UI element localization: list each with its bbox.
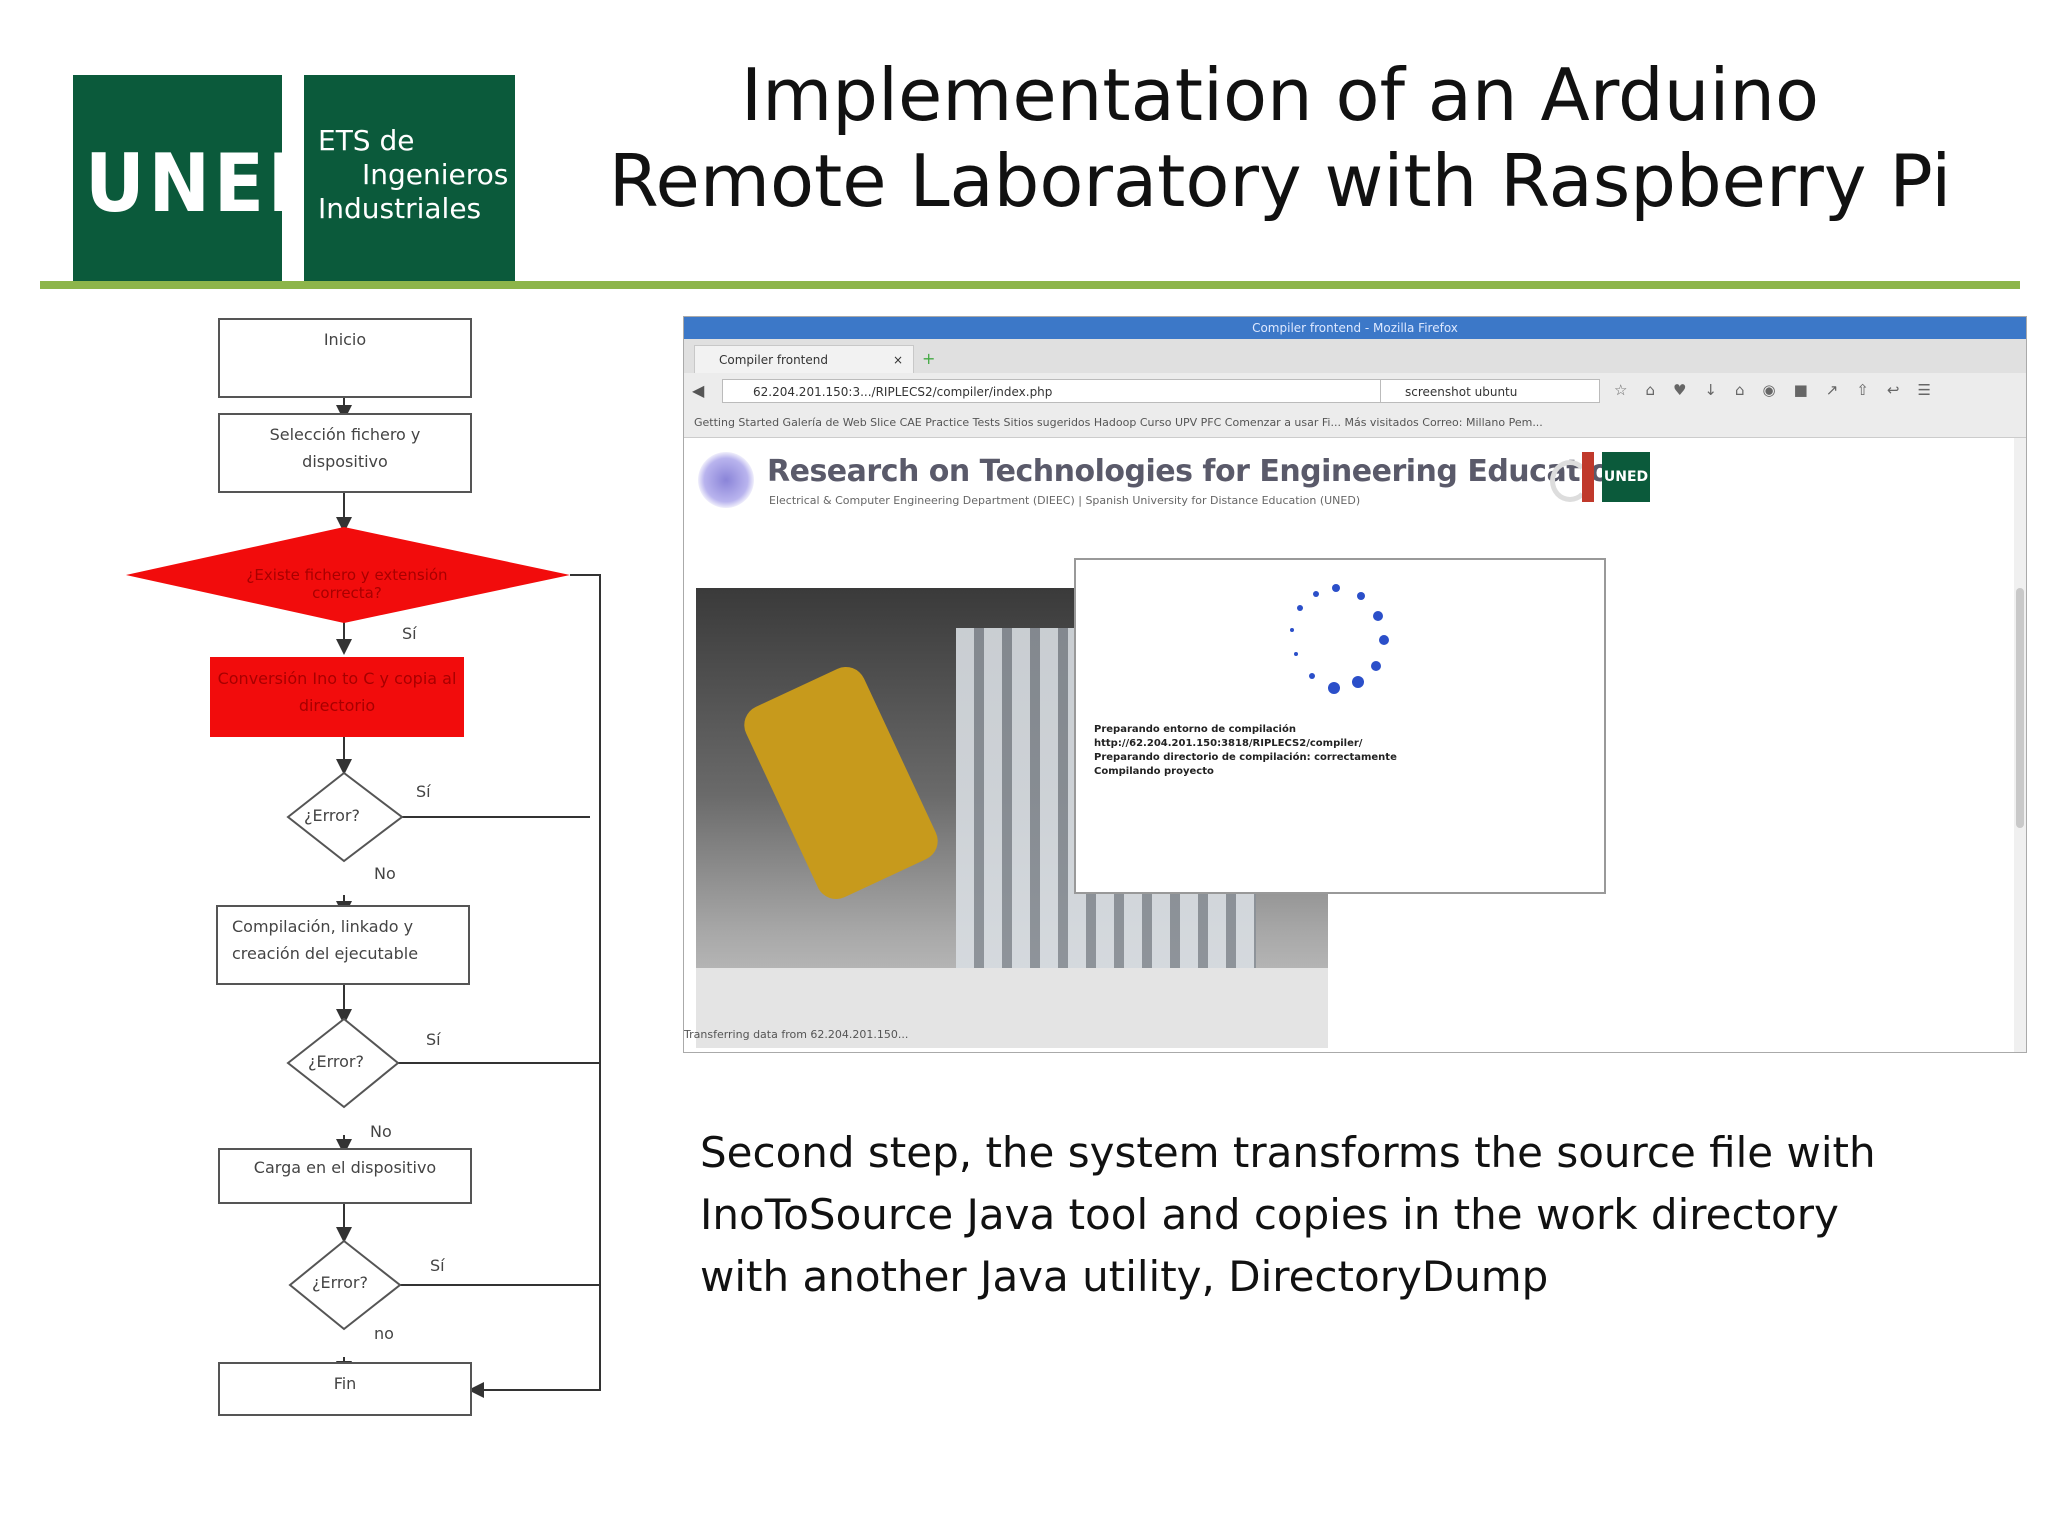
site-star-logo-icon bbox=[698, 452, 754, 508]
browser-nav-bar: ◀ 62.204.201.150:3.../RIPLECS2/compiler/… bbox=[684, 373, 2026, 410]
caption-line-3: with another Java utility, DirectoryDump bbox=[700, 1252, 1549, 1301]
url-bar[interactable]: 62.204.201.150:3.../RIPLECS2/compiler/in… bbox=[722, 379, 1402, 403]
flow-yes-label-2: Sí bbox=[416, 782, 431, 801]
browser-content: Research on Technologies for Engineering… bbox=[684, 438, 2014, 1052]
flow-no-label-2: No bbox=[370, 1122, 392, 1141]
flow-load: Carga en el dispositivo bbox=[218, 1148, 472, 1204]
flowchart-connectors bbox=[126, 397, 601, 1398]
dieec-logo-bar-icon bbox=[1582, 452, 1594, 502]
flow-start-label: Inicio bbox=[323, 330, 367, 349]
dieec-logo-icon bbox=[1550, 460, 1590, 502]
browser-window: Compiler frontend - Mozilla Firefox Comp… bbox=[683, 316, 2027, 1053]
robot-arm-shape bbox=[737, 660, 945, 906]
flow-yes-label-1: Sí bbox=[402, 624, 417, 643]
slide-caption: Second step, the system transforms the s… bbox=[700, 1122, 2000, 1308]
uned-logo-text: UNED bbox=[85, 137, 333, 230]
uned-logo: UNED bbox=[73, 75, 329, 281]
flow-decision-error-1-shape bbox=[286, 771, 404, 863]
browser-tab-strip: Compiler frontend × + bbox=[684, 339, 2026, 373]
flow-end: Fin bbox=[218, 1362, 472, 1416]
flow-convert-line-1: Conversión Ino to C y copia al bbox=[217, 669, 457, 688]
flow-convert-line-2: directorio bbox=[298, 696, 376, 715]
header-divider bbox=[40, 281, 2020, 289]
browser-tab[interactable]: Compiler frontend × bbox=[694, 345, 914, 373]
ets-logo-line-1: ETS de bbox=[318, 124, 415, 157]
caption-line-1: Second step, the system transforms the s… bbox=[700, 1128, 1876, 1177]
dialog-line-1: Preparando entorno de compilación bbox=[1094, 724, 1296, 735]
ets-logo-line-3: Industriales bbox=[318, 192, 482, 225]
loading-spinner-icon bbox=[1290, 584, 1389, 694]
slide-title: Implementation of an Arduino Remote Labo… bbox=[560, 52, 2000, 224]
site-subtitle: Electrical & Computer Engineering Depart… bbox=[769, 494, 1361, 507]
flow-error-2-label: ¿Error? bbox=[308, 1052, 364, 1071]
flow-start: Inicio bbox=[218, 318, 472, 398]
flow-error-1-label: ¿Error? bbox=[304, 806, 360, 825]
slide-title-line-2: Remote Laboratory with Raspberry Pi bbox=[608, 139, 1952, 223]
dialog-line-3: Preparando directorio de compilación: co… bbox=[1094, 752, 1397, 763]
flow-decision-error-3-shape bbox=[288, 1239, 402, 1331]
new-tab-icon[interactable]: + bbox=[922, 349, 936, 368]
flow-convert: Conversión Ino to C y copia al directori… bbox=[210, 657, 464, 737]
search-input[interactable]: screenshot ubuntu bbox=[1380, 379, 1600, 403]
scrollbar[interactable] bbox=[2014, 438, 2026, 1052]
slide-title-line-1: Implementation of an Arduino bbox=[740, 53, 1820, 137]
browser-title-bar: Compiler frontend - Mozilla Firefox bbox=[684, 317, 2026, 339]
scrollbar-thumb[interactable] bbox=[2016, 588, 2024, 828]
dialog-line-2: http://62.204.201.150:3818/RIPLECS2/comp… bbox=[1094, 738, 1363, 749]
flow-no-label-1: No bbox=[374, 864, 396, 883]
flow-load-label: Carga en el dispositivo bbox=[253, 1158, 437, 1177]
flow-decision-file-shape bbox=[126, 527, 570, 623]
flow-yes-label-4: Sí bbox=[430, 1256, 445, 1275]
flow-compile: Compilación, linkado y creación del ejec… bbox=[216, 905, 470, 985]
flow-yes-label-3: Sí bbox=[426, 1030, 441, 1049]
compile-progress-dialog: Preparando entorno de compilación http:/… bbox=[1074, 558, 1606, 894]
flow-no-label-3: no bbox=[374, 1324, 394, 1343]
flow-error-3-label: ¿Error? bbox=[312, 1273, 368, 1292]
flow-decision-file-label: ¿Existe fichero y extensión correcta? bbox=[246, 566, 448, 602]
browser-status-text: Transferring data from 62.204.201.150... bbox=[684, 1028, 909, 1041]
toolbar-icons[interactable]: ☆⌂♥↓⌂◉■↗⇧↩☰ bbox=[1614, 381, 1949, 399]
ets-logo-line-2: Ingenieros bbox=[362, 158, 509, 191]
flow-compile-line-2: creación del ejecutable bbox=[232, 944, 419, 963]
bookmarks-bar[interactable]: Getting Started Galería de Web Slice CAE… bbox=[684, 409, 2026, 438]
site-title: Research on Technologies for Engineering… bbox=[767, 454, 1631, 489]
flow-select-line-2: dispositivo bbox=[302, 452, 388, 471]
dialog-line-4: Compilando proyecto bbox=[1094, 766, 1214, 777]
browser-tab-label: Compiler frontend bbox=[719, 353, 828, 367]
flow-select-line-1: Selección fichero y bbox=[269, 425, 421, 444]
close-icon[interactable]: × bbox=[892, 353, 903, 367]
site-uned-logo: UNED bbox=[1602, 452, 1650, 502]
flow-select: Selección fichero y dispositivo bbox=[218, 413, 472, 493]
table-surface-shape bbox=[696, 968, 1328, 1048]
flow-decision-error-2-shape bbox=[286, 1017, 400, 1109]
flow-compile-line-1: Compilación, linkado y bbox=[232, 917, 414, 936]
ets-logo: ETS de Ingenieros Industriales bbox=[304, 75, 515, 281]
back-icon[interactable]: ◀ bbox=[692, 381, 705, 400]
flow-end-label: Fin bbox=[333, 1374, 357, 1393]
caption-line-2: InoToSource Java tool and copies in the … bbox=[700, 1190, 1839, 1239]
